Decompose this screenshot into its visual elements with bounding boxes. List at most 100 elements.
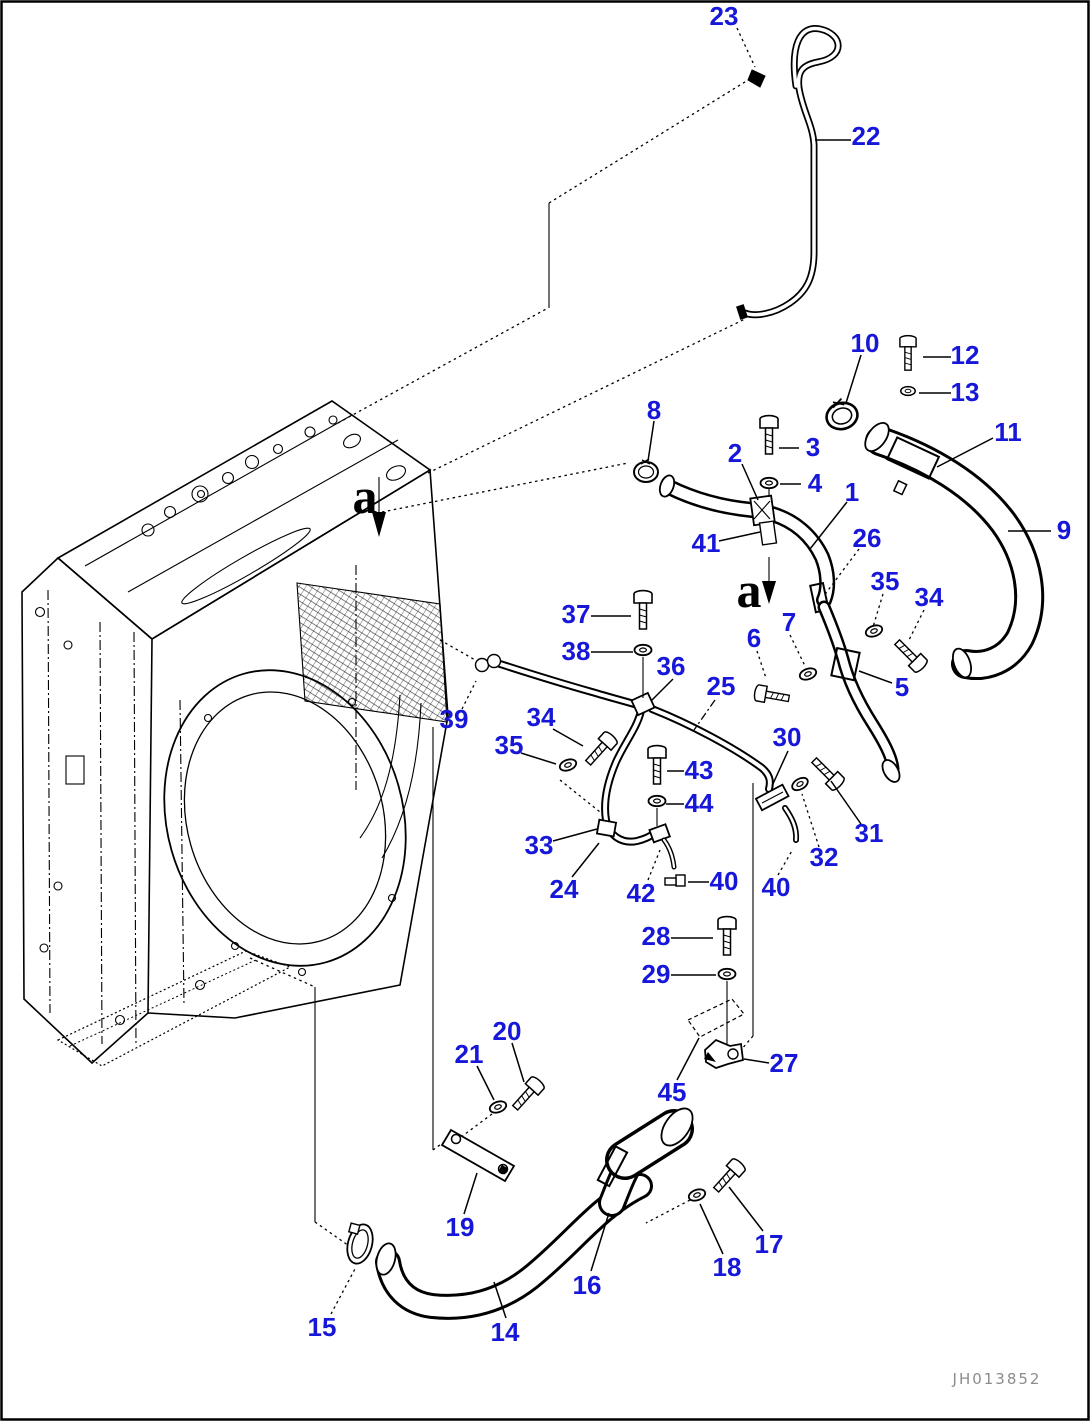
bracket-45-icon bbox=[687, 998, 745, 1038]
bolt-20-icon bbox=[508, 1074, 547, 1115]
callout-24-pipe: 24 bbox=[550, 874, 579, 904]
callout-28-bolt: 28 bbox=[642, 921, 671, 951]
callout-15-hose-clamp: 15 bbox=[308, 1312, 337, 1342]
callout-14-hose: 14 bbox=[491, 1317, 520, 1347]
callout-37-bolt: 37 bbox=[562, 599, 591, 629]
plate-19-icon bbox=[440, 1128, 516, 1183]
clamp-11-icon bbox=[885, 436, 941, 496]
washer-35-left-icon bbox=[557, 756, 579, 774]
callout-32-washer: 32 bbox=[810, 842, 839, 872]
washer-18-icon bbox=[686, 1186, 708, 1204]
washer-21-icon bbox=[487, 1098, 509, 1116]
washer-4-icon bbox=[759, 476, 779, 490]
overflow-tube bbox=[736, 25, 842, 320]
lower-hose-group bbox=[346, 1107, 694, 1320]
callout-40-plug: 40 bbox=[710, 866, 739, 896]
hose-1-opening bbox=[658, 474, 676, 498]
washer-7-icon bbox=[797, 665, 819, 683]
callout-26-clamp: 26 bbox=[853, 523, 882, 553]
bolt-34-right-icon bbox=[890, 635, 930, 675]
section-marker-2: a bbox=[737, 562, 762, 618]
doc-number: JH013852 bbox=[952, 1370, 1042, 1388]
callout-22-tube: 22 bbox=[852, 121, 881, 151]
callout-30-fitting: 30 bbox=[773, 722, 802, 752]
callout-34-bolt: 34 bbox=[527, 702, 556, 732]
callout-8-hose-clamp: 8 bbox=[647, 395, 661, 425]
plug-40-icon bbox=[664, 874, 686, 887]
washer-35-right-icon bbox=[863, 622, 885, 640]
elbow-fitting-27-icon bbox=[704, 1038, 744, 1069]
clamp-8-icon bbox=[633, 458, 659, 483]
callout-31-bolt: 31 bbox=[855, 818, 884, 848]
leader-lines bbox=[330, 27, 1051, 1319]
callout-29-nut: 29 bbox=[642, 959, 671, 989]
clamp-5-icon bbox=[830, 646, 861, 682]
fitting-30-icon bbox=[754, 783, 790, 812]
lower-radiator-hose bbox=[864, 422, 1045, 680]
callout-39-fitting: 39 bbox=[440, 704, 469, 734]
callout-40-elbow: 40 bbox=[762, 872, 791, 902]
nut-44-icon bbox=[647, 794, 667, 808]
callout-36-clamp: 36 bbox=[657, 651, 686, 681]
hose-9-opening bbox=[864, 422, 890, 452]
section-arrows bbox=[372, 477, 776, 604]
tube-end-fitting bbox=[736, 304, 748, 320]
callout-33-clamp: 33 bbox=[525, 830, 554, 860]
callout-27-elbow-fitting: 27 bbox=[770, 1048, 799, 1078]
callout-34-bolt: 34 bbox=[915, 582, 944, 612]
callout-20-bolt: 20 bbox=[493, 1016, 522, 1046]
callout-42-tee: 42 bbox=[627, 878, 656, 908]
callout-35-washer: 35 bbox=[495, 730, 524, 760]
callout-25-pipe: 25 bbox=[707, 671, 736, 701]
bolt-43-icon bbox=[647, 744, 667, 785]
drain-fitting-group bbox=[687, 981, 745, 1069]
upper-hose-assembly bbox=[658, 474, 901, 783]
callout-18-washer: 18 bbox=[713, 1252, 742, 1282]
nut-29-icon bbox=[717, 967, 737, 981]
callout-41-sensor: 41 bbox=[692, 528, 721, 558]
sensor-41-icon bbox=[758, 520, 778, 546]
callout-16-connector: 16 bbox=[573, 1270, 602, 1300]
callout-13-nut: 13 bbox=[951, 377, 980, 407]
callout-7-washer: 7 bbox=[782, 607, 796, 637]
callout-21-washer: 21 bbox=[455, 1039, 484, 1069]
bolt-17-icon bbox=[709, 1156, 748, 1197]
clamp-33-icon bbox=[595, 818, 618, 838]
hardware bbox=[487, 334, 930, 1204]
callout-17-bolt: 17 bbox=[755, 1229, 784, 1259]
callout-38-nut: 38 bbox=[562, 636, 591, 666]
callout-19-plate: 19 bbox=[446, 1212, 475, 1242]
washer-32-icon bbox=[789, 774, 811, 794]
small-pipe-assembly bbox=[474, 653, 800, 887]
bolt-6-icon bbox=[752, 683, 791, 708]
construction-lines bbox=[249, 76, 754, 1249]
section-marker-1: a bbox=[353, 468, 378, 524]
hose-14-opening bbox=[375, 1242, 397, 1276]
radiator-mesh bbox=[296, 582, 448, 723]
connector-16-icon bbox=[596, 1107, 694, 1217]
callout-10-hose-clamp: 10 bbox=[851, 328, 880, 358]
clamp-10-icon bbox=[821, 394, 862, 434]
radiator-assembly bbox=[21, 400, 449, 1067]
callout-5-clamp: 5 bbox=[895, 672, 909, 702]
callout-44-nut: 44 bbox=[685, 788, 714, 818]
bolt-3-icon bbox=[759, 414, 779, 455]
bolt-28-icon bbox=[717, 915, 737, 956]
clamp-15-icon bbox=[346, 1222, 374, 1265]
elbow-40-icon bbox=[782, 805, 800, 843]
bolt-37-icon bbox=[633, 589, 653, 630]
callout-1-hose: 1 bbox=[845, 477, 859, 507]
callout-23-clip: 23 bbox=[710, 1, 739, 31]
clip-23-icon bbox=[747, 69, 766, 88]
section-marker-labels: aa bbox=[353, 468, 762, 618]
callout-3-bolt: 3 bbox=[806, 432, 820, 462]
callout-6-bolt: 6 bbox=[747, 623, 761, 653]
callout-9-hose: 9 bbox=[1057, 515, 1071, 545]
callout-2-clamp-block: 2 bbox=[728, 438, 742, 468]
callout-4-washer: 4 bbox=[808, 468, 823, 498]
callout-35-washer: 35 bbox=[871, 566, 900, 596]
